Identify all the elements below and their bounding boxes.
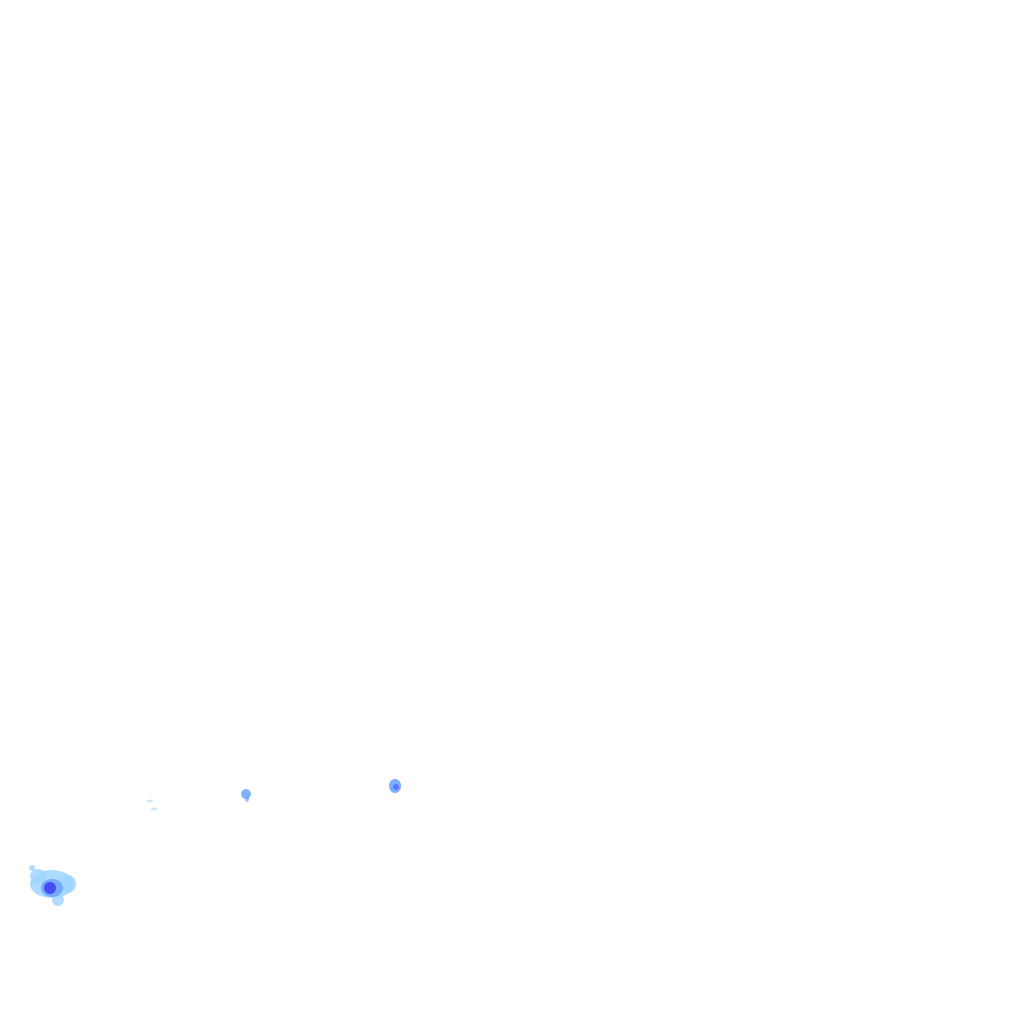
cluster-center-left-small-cell [241,789,251,799]
cluster-center-left-small-cell [245,796,249,802]
cluster-center-left-small [241,789,251,802]
cluster-bottom-left-cell [30,869,46,883]
cluster-left-faint [147,799,157,811]
cluster-left-faint-cell [151,807,157,811]
cluster-bottom-left-cell [44,882,56,894]
cluster-center-small-cell [393,784,399,790]
cluster-center-small [389,779,401,793]
cluster-bottom-left-cell [52,894,64,906]
cluster-bottom-left [29,865,76,906]
cluster-left-faint-cell [147,799,153,803]
cluster-bottom-left-cell [60,875,76,893]
cluster-bottom-left-cell [29,865,35,871]
